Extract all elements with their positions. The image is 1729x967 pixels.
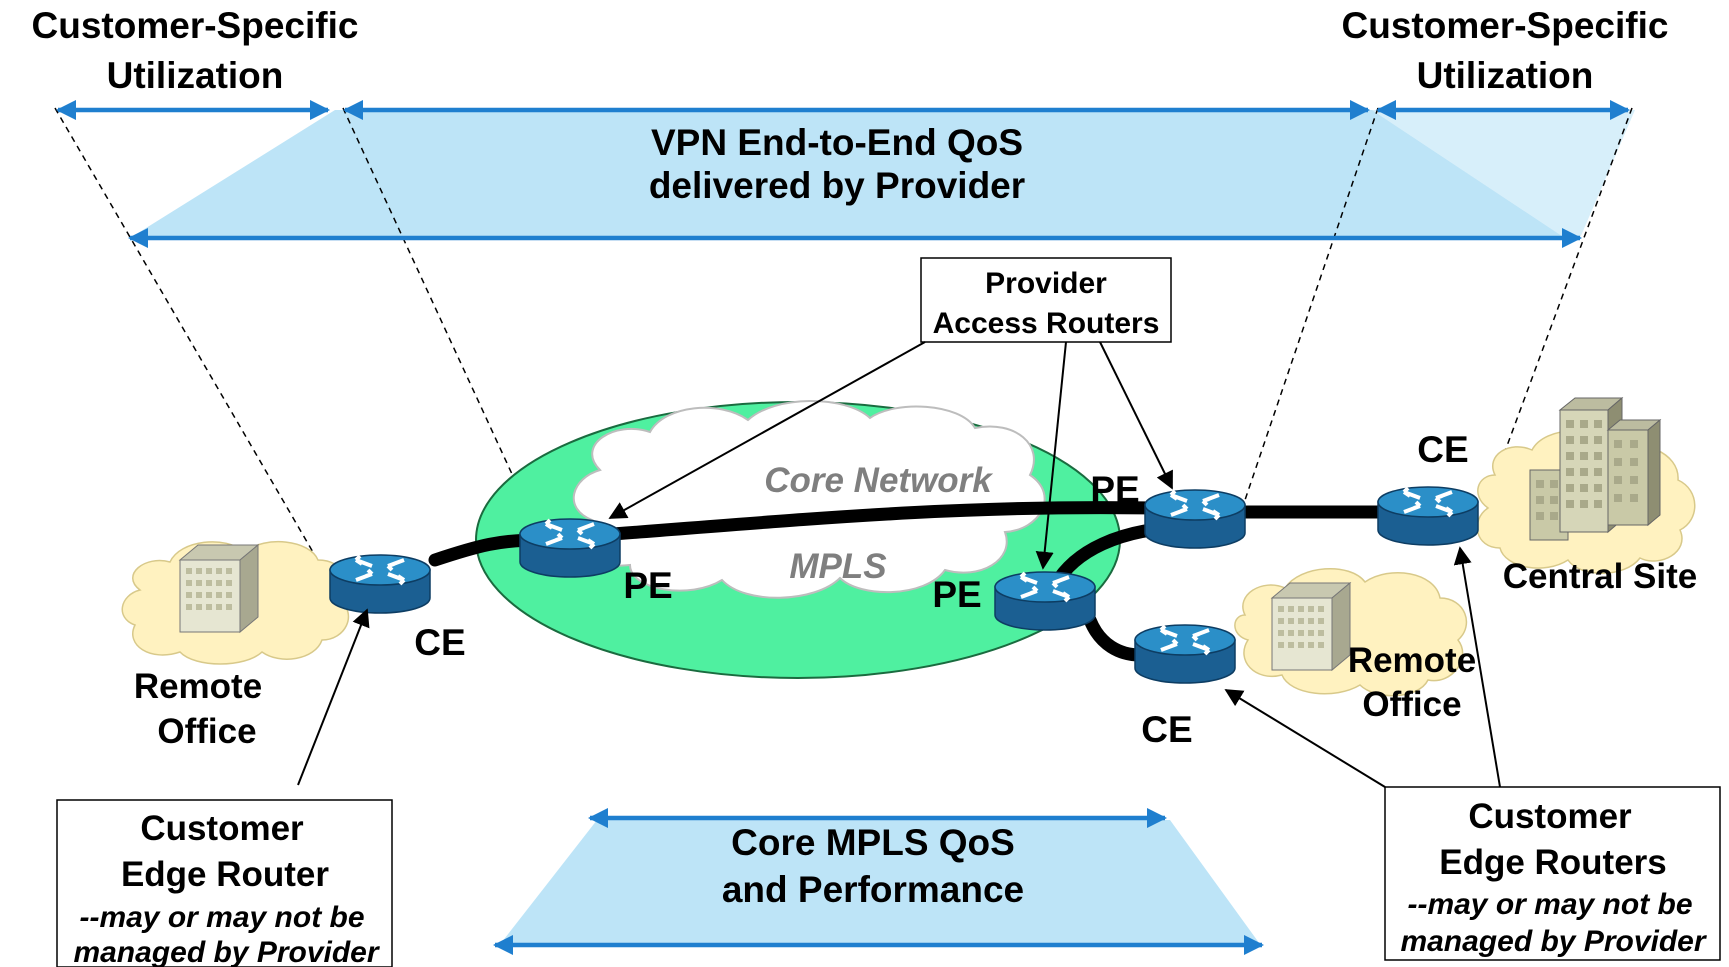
ce-label-right: CE bbox=[1141, 709, 1192, 750]
header-left-line1: Customer-Specific bbox=[32, 5, 359, 46]
header-left-line2: Utilization bbox=[107, 55, 284, 96]
cloud-icon bbox=[572, 400, 1046, 599]
ce-label-central: CE bbox=[1417, 429, 1468, 470]
core-band-line2: and Performance bbox=[722, 869, 1024, 910]
pe-label-right: PE bbox=[1090, 469, 1139, 510]
building-icon bbox=[1529, 396, 1662, 541]
cust-right-line3: --may or may not be bbox=[1407, 888, 1692, 921]
remote-left-line1: Remote bbox=[134, 667, 262, 706]
provider-callout-line1: Provider bbox=[985, 267, 1107, 300]
provider-callout-box bbox=[920, 257, 1172, 343]
router-icon bbox=[328, 553, 432, 615]
core-band-line1: Core MPLS QoS bbox=[731, 822, 1015, 863]
remote-right-line1: Remote bbox=[1348, 641, 1476, 680]
core-network bbox=[475, 400, 1121, 679]
router-icon bbox=[993, 570, 1097, 632]
router-icon bbox=[1376, 485, 1480, 547]
building-icon bbox=[1270, 581, 1352, 672]
cust-right-line4: managed by Provider bbox=[1400, 925, 1707, 958]
mpls-label: MPLS bbox=[789, 547, 886, 586]
cust-right-line1: Customer bbox=[1468, 797, 1632, 836]
vpn-qos-band bbox=[130, 110, 1635, 238]
remote-left-line2: Office bbox=[157, 712, 256, 751]
vpn-band-line1: VPN End-to-End QoS bbox=[651, 122, 1023, 163]
pe-label-left: PE bbox=[623, 565, 672, 606]
header-right-line2: Utilization bbox=[1417, 55, 1594, 96]
provider-callout-line2: Access Routers bbox=[933, 307, 1160, 340]
router-icon bbox=[1143, 488, 1247, 550]
core-qos-band bbox=[498, 820, 1262, 947]
cust-left-line1: Customer bbox=[140, 809, 304, 848]
vpn-band-line2: delivered by Provider bbox=[649, 165, 1025, 206]
ce-label-left: CE bbox=[414, 622, 465, 663]
double-arrow-icon bbox=[55, 99, 1631, 956]
pointer-arrows bbox=[297, 341, 1501, 788]
router-icon bbox=[1133, 623, 1237, 685]
remote-right-line2: Office bbox=[1362, 685, 1461, 724]
building-icon bbox=[178, 543, 260, 634]
cust-left-line4: managed by Provider bbox=[73, 936, 380, 967]
customer-edge-callout-right bbox=[1384, 786, 1721, 961]
cust-left-line3: --may or may not be bbox=[79, 901, 364, 934]
core-network-label: Core Network bbox=[764, 461, 993, 500]
cust-right-line2: Edge Routers bbox=[1439, 843, 1667, 882]
pe-label-middle: PE bbox=[932, 574, 981, 615]
central-site-label: Central Site bbox=[1503, 557, 1698, 596]
customer-edge-callout-left bbox=[56, 799, 393, 967]
header-right-line1: Customer-Specific bbox=[1342, 5, 1669, 46]
cust-left-line2: Edge Router bbox=[121, 855, 329, 894]
router-icon bbox=[518, 517, 622, 579]
